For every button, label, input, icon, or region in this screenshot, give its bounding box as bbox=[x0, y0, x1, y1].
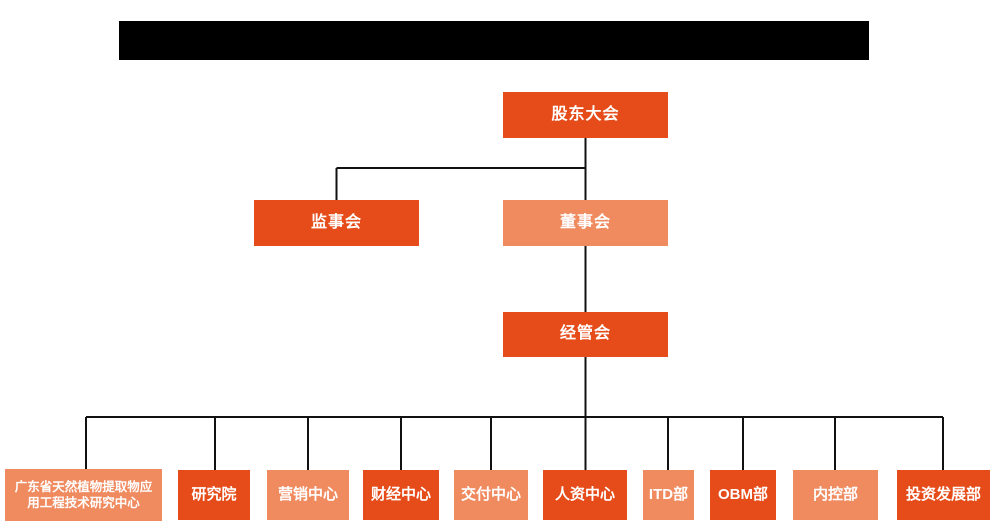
node-dept-hr-center: 人资中心 bbox=[543, 470, 627, 520]
node-dept-research-center: 广东省天然植物提取物应用工程技术研究中心 bbox=[5, 469, 162, 521]
redacted-title-bar bbox=[119, 21, 869, 60]
node-dept-delivery-center: 交付中心 bbox=[454, 470, 528, 520]
node-dept-obm: OBM部 bbox=[710, 470, 776, 520]
node-supervisory-board: 监事会 bbox=[254, 200, 419, 246]
node-board-of-directors: 董事会 bbox=[503, 200, 668, 246]
node-dept-itd: ITD部 bbox=[643, 470, 694, 520]
node-dept-marketing-center: 营销中心 bbox=[267, 470, 349, 520]
node-dept-investment-development: 投资发展部 bbox=[897, 470, 990, 520]
node-dept-internal-control: 内控部 bbox=[793, 470, 878, 520]
node-dept-finance-center: 财经中心 bbox=[363, 470, 439, 520]
node-management-committee: 经管会 bbox=[503, 312, 668, 357]
node-shareholders-meeting: 股东大会 bbox=[503, 92, 668, 138]
node-dept-research-institute: 研究院 bbox=[178, 470, 250, 520]
